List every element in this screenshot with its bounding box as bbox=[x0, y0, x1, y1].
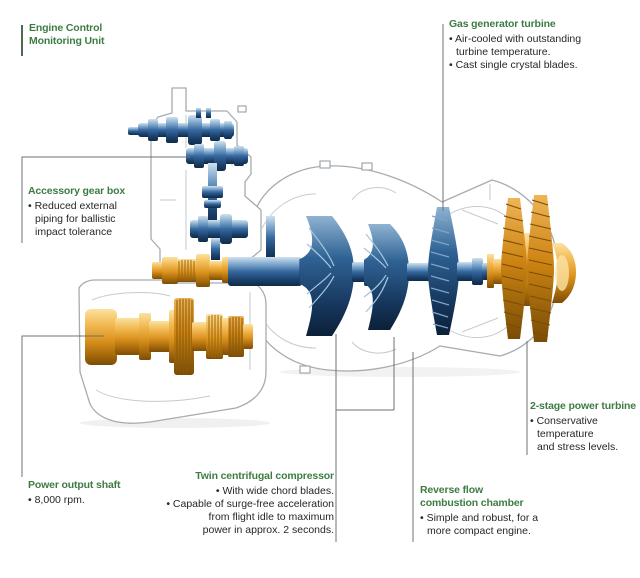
compressor-and-gas-generator-spool bbox=[228, 207, 491, 336]
label-two-stage-power-turbine-bullet-1: • Conservative temperature and stress le… bbox=[530, 415, 619, 453]
label-accessory-gear-box-bullet-1: • Reduced external piping for ballistic … bbox=[28, 200, 117, 238]
label-gas-generator-turbine-bullet-2: • Cast single crystal blades. bbox=[449, 59, 578, 71]
leader-line-twin-compressor bbox=[335, 334, 395, 542]
label-twin-centrifugal-compressor-bullet-2: • Capable of surge-free acceleration fro… bbox=[166, 498, 334, 536]
label-twin-centrifugal-compressor-title: Twin centrifugal compressor bbox=[195, 470, 334, 482]
leader-lines bbox=[21, 24, 528, 542]
label-accessory-gear-box: Accessory gear box • Reduced external pi… bbox=[28, 185, 148, 239]
label-reverse-flow-combustion-chamber-title: Reverse flow combustion chamber bbox=[420, 484, 524, 509]
label-accessory-gear-box-title: Accessory gear box bbox=[28, 185, 126, 197]
leader-line-accessory-gear-box bbox=[21, 156, 190, 243]
leader-line-power-output-shaft bbox=[21, 335, 104, 477]
label-power-output-shaft: Power output shaft • 8,000 rpm. bbox=[28, 479, 138, 507]
label-twin-centrifugal-compressor: Twin centrifugal compressor • With wide … bbox=[144, 470, 334, 537]
label-twin-centrifugal-compressor-bullet-1: • With wide chord blades. bbox=[215, 485, 334, 497]
label-gas-generator-turbine: Gas generator turbine • Air-cooled with … bbox=[449, 18, 619, 72]
label-reverse-flow-combustion-chamber: Reverse flow combustion chamber • Simple… bbox=[420, 484, 560, 538]
power-turbine-graphic bbox=[487, 195, 576, 342]
label-engine-control-monitoring-unit-title: Engine Control Monitoring Unit bbox=[29, 22, 105, 47]
label-reverse-flow-combustion-chamber-bullet-1: • Simple and robust, for a more compact … bbox=[420, 512, 539, 537]
power-output-shaft-graphic bbox=[85, 298, 253, 375]
intermediate-shaft bbox=[152, 254, 232, 287]
label-power-output-shaft-title: Power output shaft bbox=[28, 479, 121, 491]
label-gas-generator-turbine-title: Gas generator turbine bbox=[449, 18, 556, 30]
label-two-stage-power-turbine-title: 2-stage power turbine bbox=[530, 400, 636, 412]
label-power-output-shaft-bullet-1: • 8,000 rpm. bbox=[28, 494, 85, 506]
label-gas-generator-turbine-bullet-1: • Air-cooled with outstanding turbine te… bbox=[449, 33, 582, 58]
accessory-gearbox-shafts bbox=[128, 108, 275, 260]
label-two-stage-power-turbine: 2-stage power turbine • Conservative tem… bbox=[530, 400, 640, 454]
ecmu-accent-bar bbox=[21, 25, 23, 56]
label-engine-control-monitoring-unit: Engine Control Monitoring Unit bbox=[29, 22, 129, 50]
